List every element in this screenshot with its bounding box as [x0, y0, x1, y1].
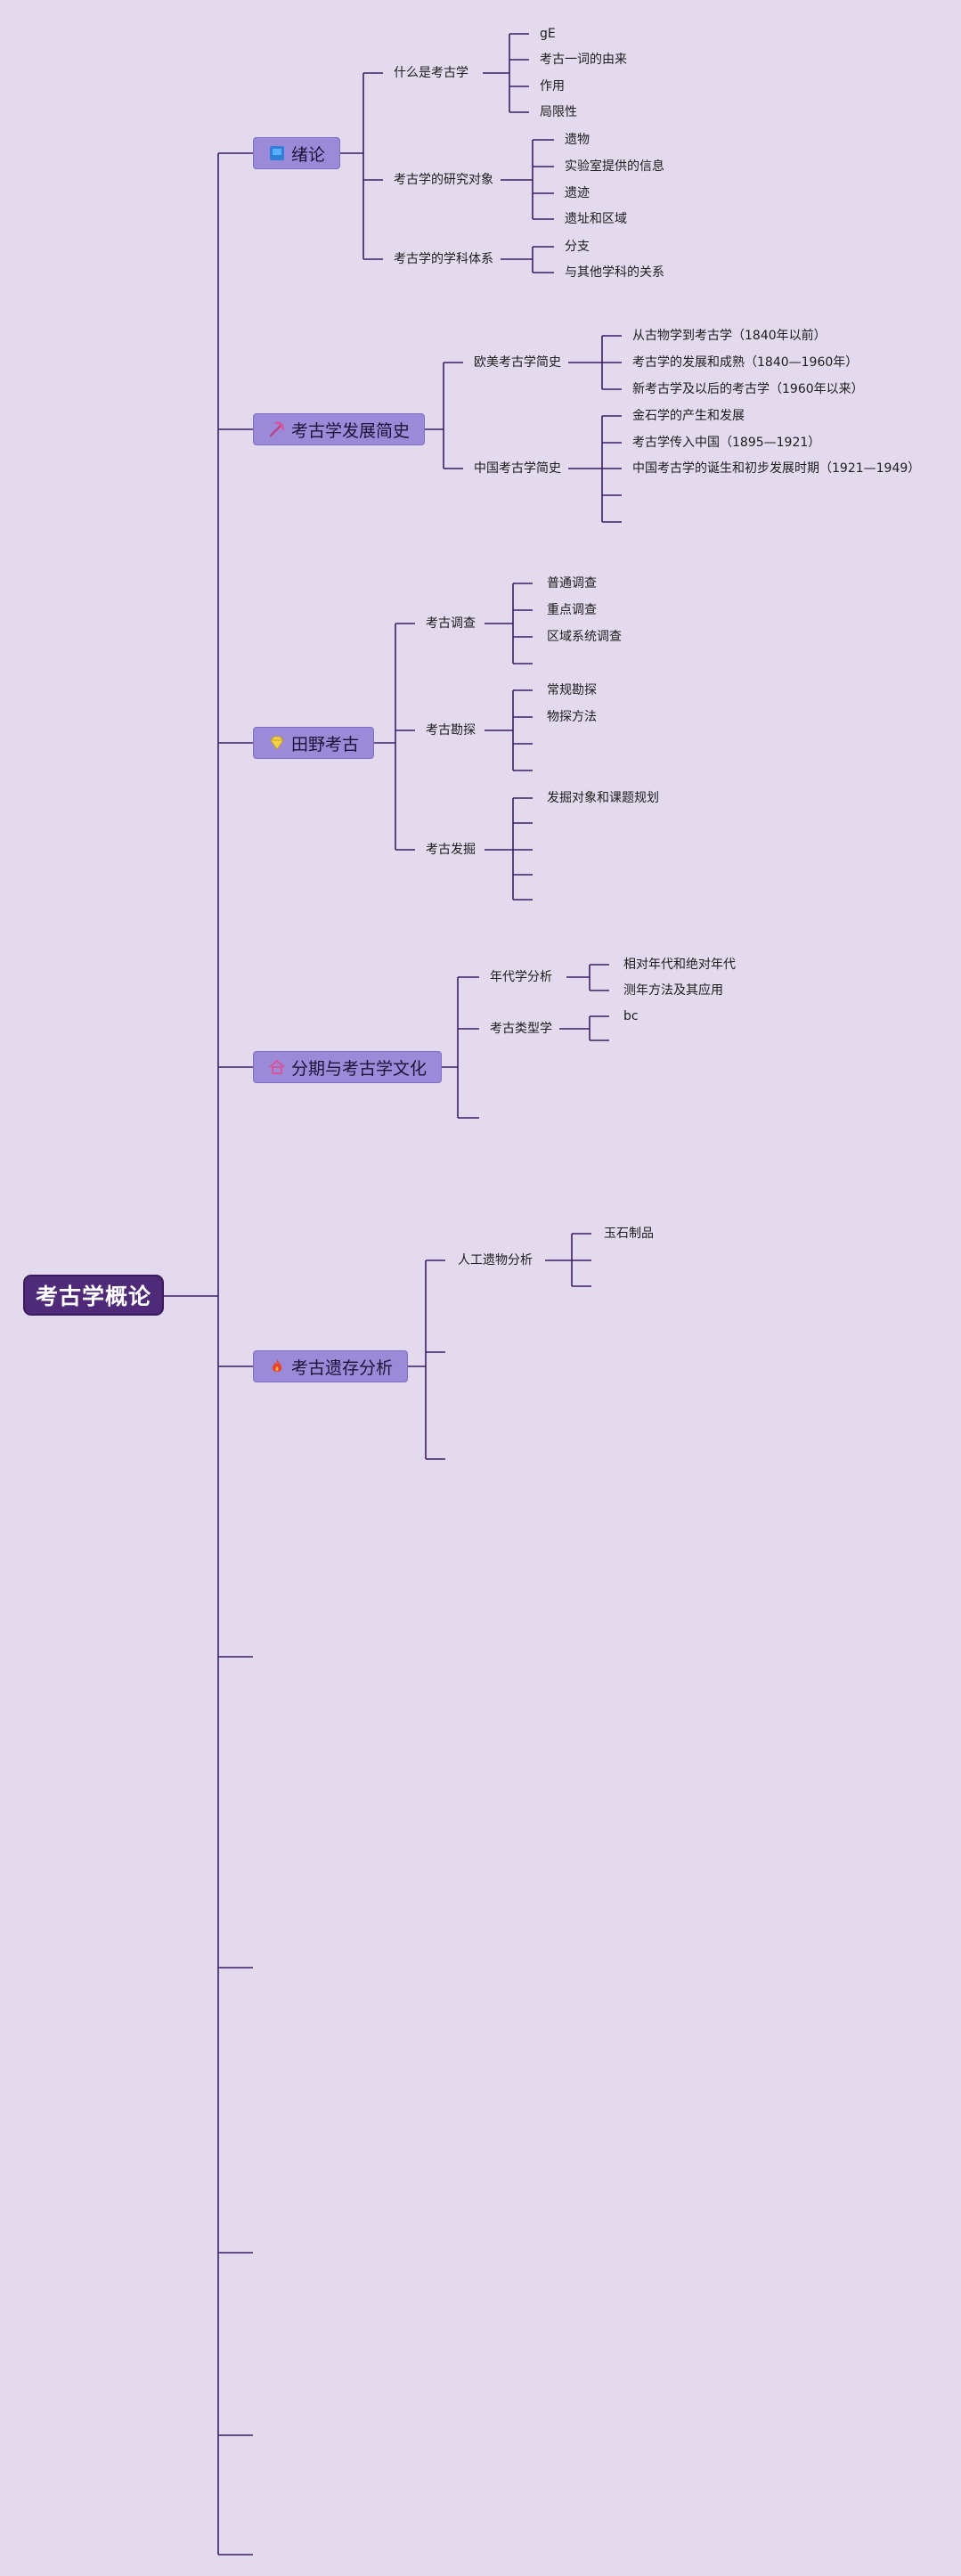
list-item[interactable]: 实验室提供的信息	[565, 159, 664, 174]
root-topic[interactable]: 考古学概论	[23, 1275, 164, 1316]
fire-icon	[268, 1357, 286, 1375]
list-item[interactable]: 物探方法	[547, 710, 597, 724]
branch-label: 考古学发展简史	[291, 420, 411, 441]
branch-label: 考古遗存分析	[291, 1357, 394, 1378]
list-item[interactable]: 与其他学科的关系	[565, 265, 664, 280]
topic-chinese-history[interactable]: 中国考古学简史	[474, 461, 561, 476]
list-item[interactable]: 遗迹	[565, 186, 590, 200]
list-item[interactable]: 遗物	[565, 133, 590, 147]
gem-icon	[268, 734, 286, 752]
topic-what-is-archaeology[interactable]: 什么是考古学	[394, 66, 468, 80]
list-item[interactable]: bc	[623, 1009, 639, 1023]
list-item[interactable]: 从古物学到考古学（1840年以前）	[632, 329, 827, 343]
flag-icon	[268, 144, 286, 162]
list-item[interactable]: 区域系统调查	[547, 630, 622, 644]
list-item[interactable]: 测年方法及其应用	[623, 983, 723, 998]
list-item[interactable]: gE	[540, 27, 556, 41]
list-item[interactable]: 新考古学及以后的考古学（1960年以来）	[632, 382, 864, 396]
topic-chronology[interactable]: 年代学分析	[490, 970, 552, 984]
branch-history[interactable]: 考古学发展简史	[253, 413, 426, 445]
list-item[interactable]: 金石学的产生和发展	[632, 409, 745, 423]
list-item[interactable]: 发掘对象和课题规划	[547, 791, 659, 805]
topic-artifact-analysis[interactable]: 人工遗物分析	[458, 1253, 533, 1268]
topic-survey[interactable]: 考古调查	[426, 616, 476, 631]
topic-western-history[interactable]: 欧美考古学简史	[474, 355, 561, 370]
list-item[interactable]: 遗址和区域	[565, 212, 627, 226]
list-item[interactable]: 考古学传入中国（1895—1921）	[632, 436, 821, 450]
list-item[interactable]: 作用	[540, 79, 565, 94]
branch-label: 分期与考古学文化	[291, 1058, 428, 1079]
list-item[interactable]: 普通调查	[547, 576, 597, 591]
branch-field[interactable]: 田野考古	[253, 727, 375, 759]
branch-label: 田野考古	[291, 734, 360, 754]
list-item[interactable]: 考古学的发展和成熟（1840—1960年）	[632, 355, 859, 370]
branch-label: 绪论	[291, 144, 326, 165]
branch-intro[interactable]: 绪论	[253, 137, 341, 169]
list-item[interactable]: 局限性	[540, 105, 577, 119]
list-item[interactable]: 重点调查	[547, 603, 597, 617]
topic-discipline-system[interactable]: 考古学的学科体系	[394, 252, 493, 266]
list-item[interactable]: 玉石制品	[604, 1227, 654, 1241]
home-icon	[268, 1058, 286, 1076]
branch-culture[interactable]: 分期与考古学文化	[253, 1051, 443, 1083]
list-item[interactable]: 相对年代和绝对年代	[623, 958, 736, 972]
list-item[interactable]: 中国考古学的诞生和初步发展时期（1921—1949）	[632, 461, 921, 476]
branch-remains[interactable]: 考古遗存分析	[253, 1350, 409, 1382]
topic-typology[interactable]: 考古类型学	[490, 1022, 552, 1036]
list-item[interactable]: 考古一词的由来	[540, 53, 627, 67]
topic-research-objects[interactable]: 考古学的研究对象	[394, 173, 493, 187]
topic-exploration[interactable]: 考古勘探	[426, 723, 476, 738]
list-item[interactable]: 分支	[565, 240, 590, 254]
topic-excavation[interactable]: 考古发掘	[426, 843, 476, 857]
pickaxe-icon	[268, 420, 286, 438]
list-item[interactable]: 常规勘探	[547, 683, 597, 697]
